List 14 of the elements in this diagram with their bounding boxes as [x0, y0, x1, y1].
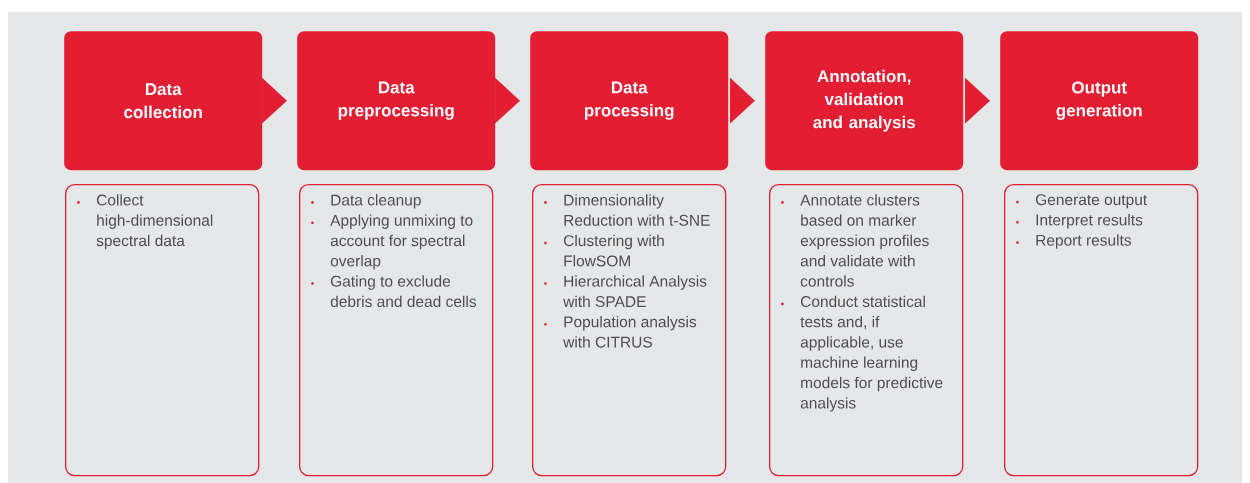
- step-box: Output generation: [1000, 31, 1199, 171]
- description-box: Dimensionality Reduction with t-SNE Clustering with FlowSOM Hierarchical Analysis with SPADE Population analysis with CITRUS: [532, 184, 727, 477]
- chevron-arrow: [494, 77, 520, 124]
- chevron-arrow: [261, 77, 287, 124]
- step-box: Data collection: [64, 31, 263, 171]
- description-box: Generate output Interpret results Report results: [1004, 184, 1199, 477]
- description-box: Collect high-dimensional spectral data: [65, 184, 260, 477]
- step-box: Data processing: [530, 31, 729, 171]
- description-box: Annotate clusters based on marker expression profiles and validate with controls Conduct statistical tests and, if applicable, use machine learning models for predictive analysis: [769, 184, 964, 477]
- step-box: Data preprocessing: [297, 31, 496, 171]
- description-box: Data cleanup Applying unmixing to account for spectral overlap Gating to exclude debris and dead cells: [299, 184, 494, 477]
- chevron-arrow: [728, 77, 755, 124]
- step-box: Annotation, validation and analysis: [765, 31, 964, 171]
- chevron-arrow: [963, 77, 990, 124]
